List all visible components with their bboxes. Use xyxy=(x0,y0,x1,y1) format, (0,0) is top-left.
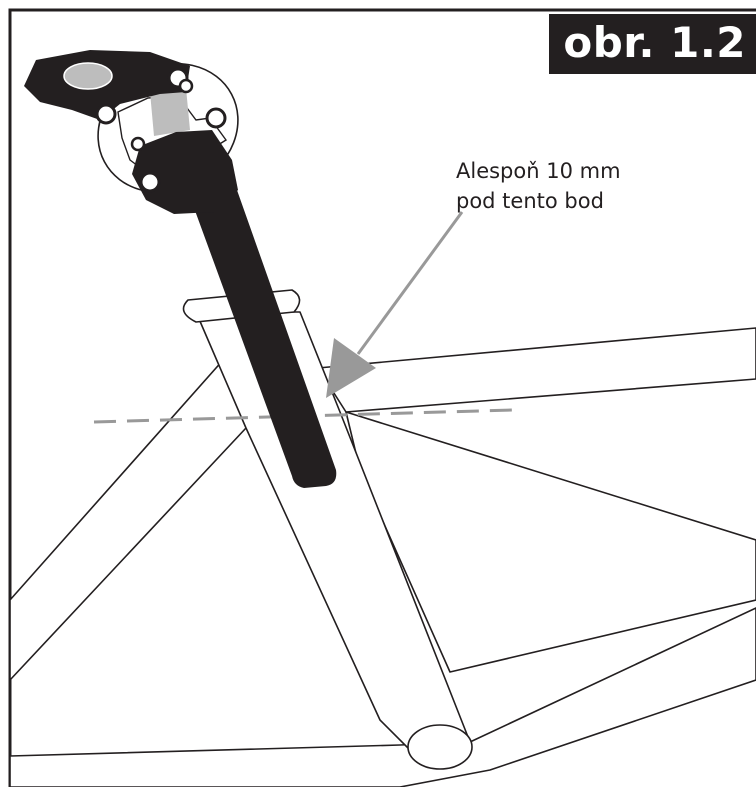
callout-arrow-line xyxy=(356,211,464,355)
seatpost-shaft xyxy=(186,176,337,488)
callout-text: Alespoň 10 mm pod tento bod xyxy=(456,156,621,216)
figure-label: obr. 1.2 xyxy=(549,14,756,74)
down-tube xyxy=(9,349,247,681)
top-tube xyxy=(317,327,756,413)
figure-border xyxy=(8,8,756,787)
callout-line-2: pod tento bod xyxy=(456,189,604,213)
bottom-bracket xyxy=(407,724,473,770)
callout-arrowhead xyxy=(326,338,376,398)
callout-line-1: Alespoň 10 mm xyxy=(456,159,621,183)
seatpost-clamp xyxy=(24,50,239,214)
